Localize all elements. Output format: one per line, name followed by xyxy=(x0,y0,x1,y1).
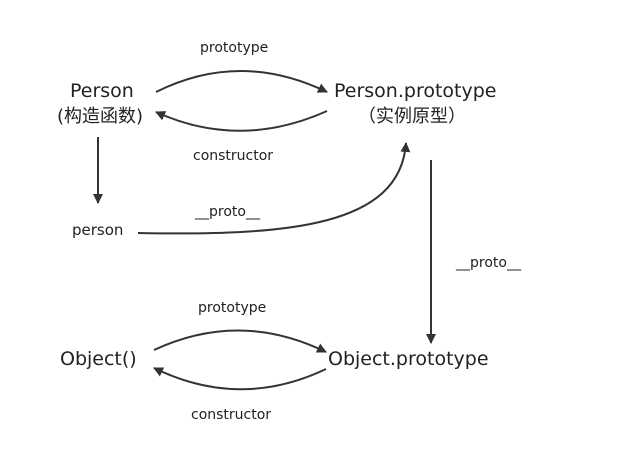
node-person-constructor: Person xyxy=(70,80,134,102)
node-person-prototype: Person.prototype xyxy=(334,80,497,102)
node-person-prototype-subtitle: （实例原型） xyxy=(358,106,466,127)
node-object-constructor: Object() xyxy=(60,348,137,370)
arrow-person-to-prototype xyxy=(155,70,328,93)
arrow-instance-to-prototype xyxy=(137,142,411,235)
node-person-constructor-subtitle: (构造函数) xyxy=(57,106,144,127)
edge-label-top-constructor: constructor xyxy=(193,148,274,164)
arrow-prototype-to-person xyxy=(155,110,328,132)
edge-label-bottom-constructor: constructor xyxy=(191,407,272,423)
edge-label-instance-proto: __proto__ xyxy=(195,204,260,220)
node-object-prototype: Object.prototype xyxy=(328,348,489,370)
edge-label-bottom-prototype: prototype xyxy=(198,300,267,316)
edge-label-top-prototype: prototype xyxy=(200,40,269,56)
arrow-object-to-object-prototype xyxy=(153,329,327,353)
edge-label-chain-proto: __proto__ xyxy=(456,255,521,271)
node-person-instance: person xyxy=(72,221,124,239)
arrow-object-prototype-to-object xyxy=(153,367,327,391)
